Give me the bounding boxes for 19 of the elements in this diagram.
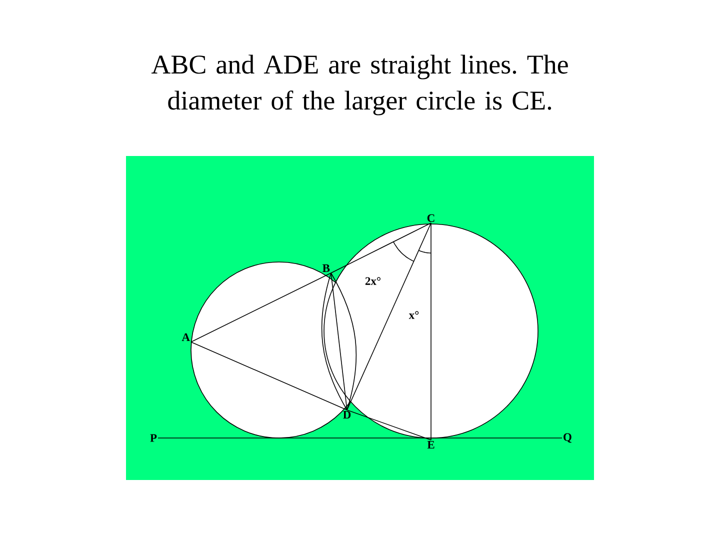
arc: [330, 272, 357, 410]
point-label: D: [343, 411, 351, 419]
angle-label: x°: [408, 311, 419, 319]
line-segment: [190, 272, 332, 342]
title: ABC and ADE are straight lines. The diameter of the larger circle is CE.: [151, 54, 568, 116]
line-segment: [346, 410, 432, 440]
point-label: B: [322, 264, 330, 272]
line-segment: [430, 222, 432, 440]
point-label: C: [427, 214, 434, 222]
line-segment: [190, 342, 348, 410]
line-segment: [346, 222, 432, 410]
line-segment: [330, 272, 348, 410]
point-label: Q: [564, 433, 572, 443]
point-label: E: [427, 441, 434, 449]
point-label: P: [150, 434, 157, 442]
line-segment: [330, 222, 432, 274]
point-label: A: [182, 333, 190, 341]
angle-label: 2x°: [365, 277, 380, 285]
arc: [321, 272, 348, 410]
